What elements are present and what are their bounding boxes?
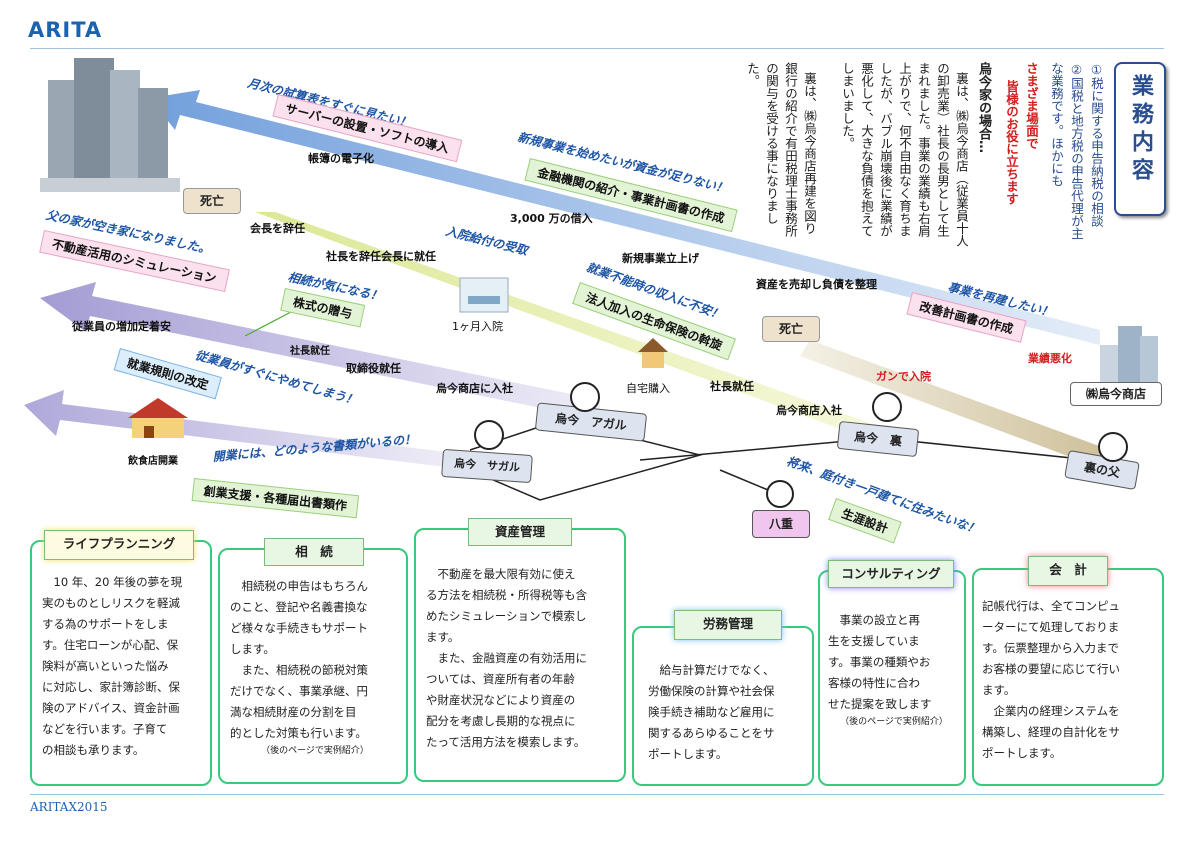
story-line-7: しまいました。 bbox=[840, 62, 855, 150]
flow-arrow-lower bbox=[24, 390, 470, 470]
death-tag-1: 死亡 bbox=[183, 188, 241, 214]
page-title: 業務内容 bbox=[1128, 74, 1153, 186]
intro-highlight-1: さまざま場面で bbox=[1024, 62, 1039, 150]
death-tag-2: 死亡 bbox=[762, 316, 820, 342]
event-home-purchase: 自宅購入 bbox=[626, 382, 670, 395]
smiley-father-icon bbox=[1098, 432, 1128, 462]
service-card-life-planning: ライフプランニング 10 年、20 年後の夢を現 実のものとしリスクを軽減する為… bbox=[30, 530, 212, 786]
flow-arrow-purple bbox=[40, 282, 600, 420]
label-loan: 3,000 万の借入 bbox=[510, 212, 593, 225]
office-building-icon bbox=[40, 58, 180, 192]
flow-band-yellow bbox=[255, 212, 890, 440]
restaurant-icon bbox=[128, 398, 188, 438]
service-card-accounting: 会 計 記帳代行は、全てコンピュ ーターにて処理しております。伝票整理から入力ま… bbox=[972, 556, 1164, 786]
event-asset-sale: 資産を売却し負債を整理 bbox=[756, 278, 877, 291]
intro-line-2: ②国税と地方税の申告代理が主 bbox=[1069, 62, 1084, 240]
event-president-1: 社長就任 bbox=[290, 346, 330, 357]
service-body-inheritance: 相続税の申告はもちろん のこと、登記や名義書換など様々な手続きもサポート します… bbox=[230, 579, 369, 756]
story-line-4: 上がりで、何不自由なく育ちま bbox=[897, 62, 912, 237]
service-body-asset-management: 不動産を最大限有効に使え る方法を相続税・所得税等も含めたシミュレーションで模索… bbox=[426, 567, 587, 749]
event-president-2: 社長就任 bbox=[710, 380, 754, 393]
intro-line-1: ①税に関する申告納税の相談 bbox=[1089, 62, 1104, 227]
service-body-life-planning: 10 年、20 年後の夢を現 実のものとしリスクを軽減する為のサポートをしま す… bbox=[42, 575, 183, 757]
event-new-business: 新規事業立上げ bbox=[622, 252, 699, 265]
event-decline: 業績悪化 bbox=[1028, 352, 1072, 365]
flow-arrow-blue bbox=[150, 90, 1100, 345]
service-title-inheritance: 相 続 bbox=[264, 538, 364, 566]
service-title-labor: 労務管理 bbox=[674, 610, 782, 640]
hospital-bed-icon bbox=[459, 277, 509, 313]
event-director: 取締役就任 bbox=[346, 362, 401, 375]
story-line-3: まれました。事業の業績も右肩 bbox=[916, 62, 931, 237]
person-yae: 八重 bbox=[752, 510, 810, 538]
top-rule bbox=[30, 48, 1164, 49]
smiley-yae-icon bbox=[766, 480, 794, 508]
event-cancer: ガンで入院 bbox=[876, 370, 931, 383]
story-line-9: 銀行の紹介で有田税理士事務所 bbox=[783, 62, 798, 237]
service-card-consulting: コンサルティング 事業の設立と再 生を支援しています。事業の種類やお 客様の特性… bbox=[818, 560, 966, 786]
service-title-life-planning: ライフプランニング bbox=[44, 530, 194, 560]
story-heading: 烏今家の場合… bbox=[976, 62, 991, 153]
smiley-agaru-icon bbox=[570, 382, 600, 412]
event-join-1: 烏今商店に入社 bbox=[436, 382, 513, 395]
service-card-labor: 労務管理 給与計算だけでなく、 労働保険の計算や社会保険手続き補助など雇用に 関… bbox=[632, 610, 814, 786]
service-body-accounting: 記帳代行は、全てコンピュ ーターにて処理しております。伝票整理から入力まで お客… bbox=[982, 599, 1120, 760]
label-ledger: 帳簿の電子化 bbox=[308, 152, 374, 165]
story-line-1: 裏は、㈱烏今商店（従業員十人 bbox=[954, 72, 969, 247]
story-line-10: の関与を受ける事になりまし bbox=[764, 62, 779, 225]
house-icon bbox=[638, 338, 668, 368]
footer-text: ARITAX2015 bbox=[30, 800, 108, 814]
smiley-ura-icon bbox=[872, 392, 902, 422]
brand-logo: ARITA bbox=[28, 18, 103, 42]
intro-line-3: な業務です。ほかにも bbox=[1049, 62, 1064, 187]
event-resign-chairman: 会長を辞任 bbox=[250, 222, 305, 235]
story-line-8: 裏は、㈱烏今商店再建を図り bbox=[802, 72, 817, 235]
service-body-labor: 給与計算だけでなく、 労働保険の計算や社会保険手続き補助など雇用に 関するあらゆ… bbox=[648, 663, 775, 761]
event-join-2: 烏今商店入社 bbox=[776, 404, 842, 417]
story-line-6: 悪化して、大きな負債を抱えて bbox=[859, 62, 874, 237]
event-restaurant: 飲食店開業 bbox=[128, 456, 178, 467]
event-chairman: 社長を辞任会長に就任 bbox=[326, 250, 436, 263]
flow-band-tan bbox=[800, 340, 1110, 470]
service-title-asset-management: 資産管理 bbox=[468, 518, 572, 546]
service-title-accounting: 会 計 bbox=[1028, 556, 1108, 586]
title-box: 業務内容 bbox=[1114, 62, 1166, 216]
event-hospital: 1ヶ月入院 bbox=[452, 320, 503, 333]
smiley-saguru-icon bbox=[474, 420, 504, 450]
service-title-consulting: コンサルティング bbox=[828, 560, 954, 588]
service-card-inheritance: 相 続 相続税の申告はもちろん のこと、登記や名義書換など様々な手続きもサポート… bbox=[218, 538, 408, 784]
label-employee-growth: 従業員の増加定着安 bbox=[72, 320, 171, 333]
company-label: ㈱烏今商店 bbox=[1070, 382, 1162, 406]
story-line-2: の卸売業）社長の長男として生 bbox=[935, 62, 950, 237]
service-body-consulting: 事業の設立と再 生を支援しています。事業の種類やお 客様の特性に合わせた提案を致… bbox=[828, 613, 948, 727]
intro-highlight-2: 皆様のお役に立ちます bbox=[1004, 80, 1019, 205]
bottom-rule bbox=[30, 794, 1164, 795]
service-card-asset-management: 資産管理 不動産を最大限有効に使え る方法を相続税・所得税等も含めたシミュレーシ… bbox=[414, 518, 626, 782]
story-line-11: た。 bbox=[745, 62, 760, 87]
story-line-5: したが、バブル崩壊後に業績が bbox=[878, 62, 893, 237]
